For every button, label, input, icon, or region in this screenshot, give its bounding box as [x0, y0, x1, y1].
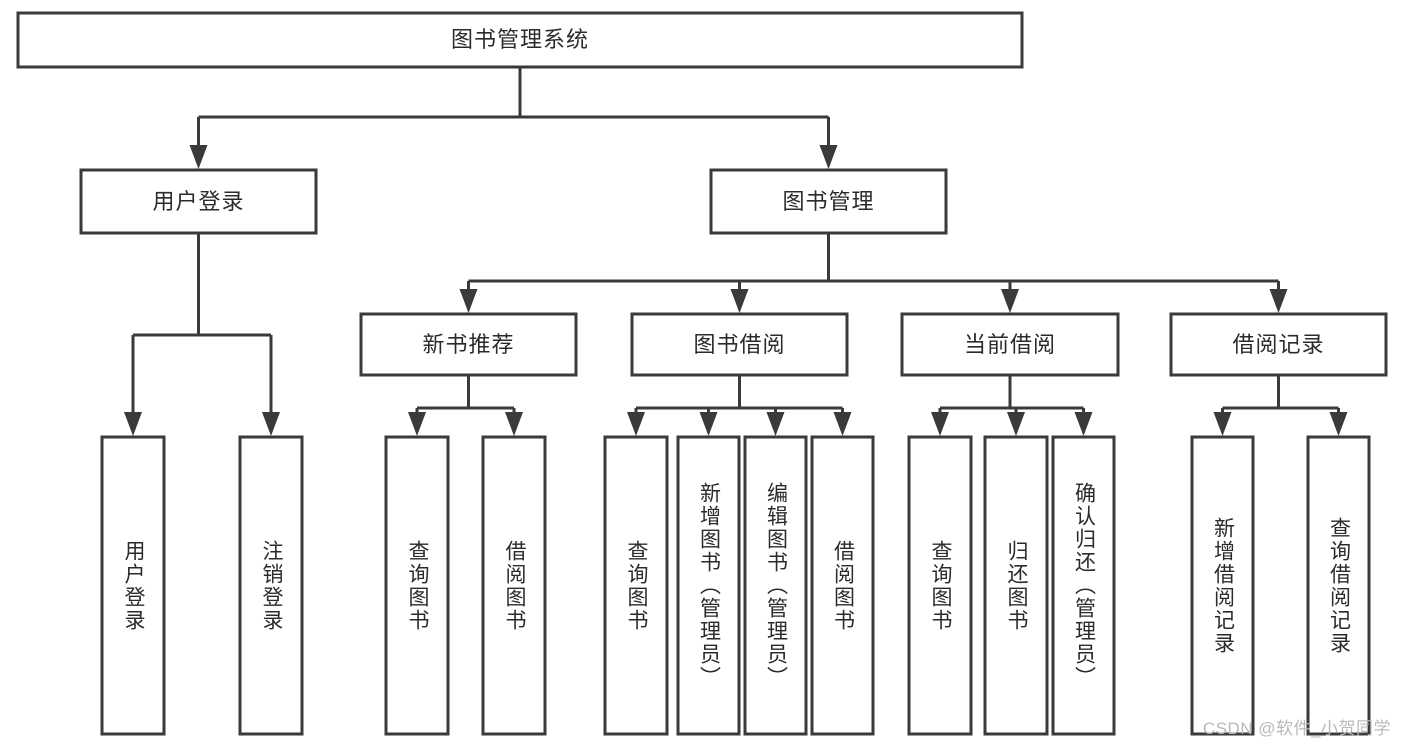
- arrow-head-icon: [124, 412, 142, 436]
- node-box-login[interactable]: [79, 168, 318, 235]
- node-box-leaf-add-record[interactable]: [1190, 435, 1255, 736]
- edge-layer: [124, 67, 1348, 436]
- node-box-leaf-query-book-2[interactable]: [603, 435, 669, 736]
- arrow-head-icon: [189, 145, 208, 169]
- arrow-head-icon: [931, 412, 949, 436]
- arrow-head-icon: [459, 289, 478, 313]
- node-box-book-borrow[interactable]: [630, 312, 849, 377]
- node-box-leaf-borrow-book-2[interactable]: [810, 435, 875, 736]
- arrow-head-icon: [1269, 289, 1288, 313]
- arrow-head-icon: [262, 412, 280, 436]
- arrow-head-icon: [833, 412, 852, 436]
- arrow-head-icon: [819, 145, 838, 169]
- node-box-borrow-record[interactable]: [1169, 312, 1388, 377]
- node-box-leaf-query-record[interactable]: [1306, 435, 1371, 736]
- node-box-leaf-query-book-1[interactable]: [384, 435, 450, 736]
- arrow-head-icon: [505, 412, 523, 436]
- arrow-head-icon: [730, 289, 749, 313]
- arrow-head-icon: [627, 412, 645, 436]
- arrow-head-icon: [1213, 412, 1232, 436]
- node-box-book-mgmt[interactable]: [709, 168, 948, 235]
- node-box-leaf-user-login[interactable]: [100, 435, 166, 736]
- node-box-leaf-edit-book[interactable]: [743, 435, 808, 736]
- node-box-current-borrow[interactable]: [900, 312, 1120, 377]
- node-box-leaf-add-book[interactable]: [676, 435, 741, 736]
- node-box-leaf-logout[interactable]: [238, 435, 304, 736]
- arrow-head-icon: [699, 412, 718, 436]
- arrow-head-icon: [766, 412, 785, 436]
- node-layer: [16, 11, 1388, 736]
- arrow-head-icon: [1329, 412, 1348, 436]
- arrow-head-icon: [1074, 412, 1093, 436]
- node-box-new-book-rec[interactable]: [359, 312, 578, 377]
- arrow-head-icon: [408, 412, 426, 436]
- node-box-leaf-borrow-book-1[interactable]: [481, 435, 547, 736]
- node-box-leaf-confirm-return[interactable]: [1051, 435, 1116, 736]
- arrow-head-icon: [1001, 289, 1019, 313]
- arrow-head-icon: [1007, 412, 1025, 436]
- watermark: CSDN @软件_小贺同学: [1202, 719, 1391, 738]
- node-box-leaf-query-book-3[interactable]: [907, 435, 973, 736]
- node-box-leaf-return-book[interactable]: [983, 435, 1049, 736]
- node-box-root[interactable]: [16, 11, 1024, 69]
